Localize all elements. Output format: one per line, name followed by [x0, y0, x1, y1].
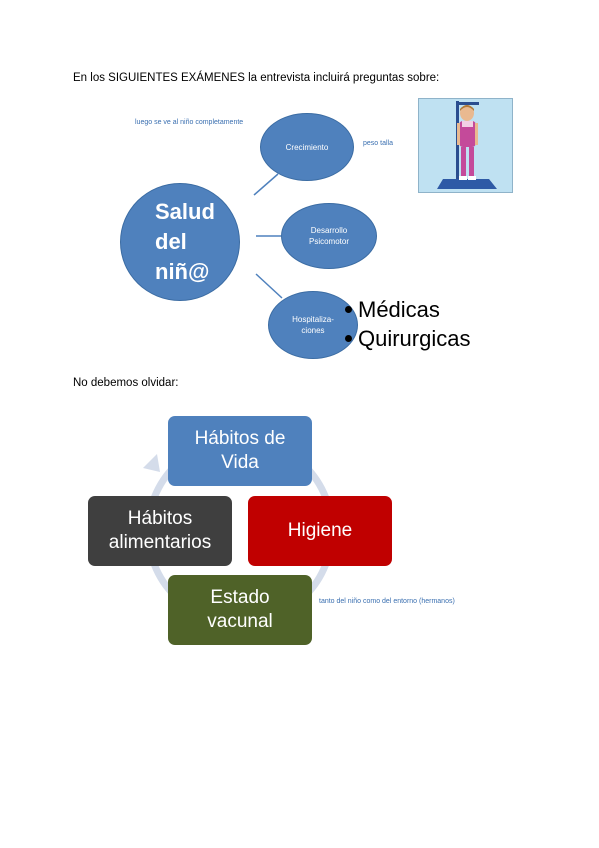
node-desarrollo-label: Desarrollo Psicomotor	[308, 226, 349, 246]
intro-text: En los SIGUIENTES EXÁMENES la entrevista…	[73, 72, 440, 84]
bullet-dot	[345, 335, 352, 342]
bullet-medicas-label: Médicas	[358, 297, 440, 322]
bullet-medicas: Médicas	[345, 295, 470, 324]
second-intro-text: No debemos olvidar:	[73, 377, 179, 389]
hospital-bullet-list: Médicas Quirurgicas	[345, 295, 470, 353]
connector-hospitalizaciones	[255, 273, 283, 299]
note-peso-talla: peso talla	[363, 140, 393, 147]
bullet-quirurgicas-label: Quirurgicas	[358, 326, 471, 351]
box-habitos-vida-label: Hábitos de Vida	[194, 428, 286, 473]
bullet-dot	[345, 306, 352, 313]
bullet-quirurgicas: Quirurgicas	[345, 324, 470, 353]
box-habitos-alimentarios: Hábitos alimentarios	[88, 496, 232, 566]
node-crecimiento: Crecimiento	[260, 113, 354, 181]
note-entorno: tanto del niño como del entorno (hermano…	[319, 598, 455, 605]
child-height-photo	[418, 98, 513, 193]
connector-crecimiento	[253, 173, 279, 196]
box-higiene: Higiene	[248, 496, 392, 566]
node-hospitalizaciones-label: Hospitaliza- ciones	[292, 315, 334, 335]
box-habitos-alimentarios-label: Hábitos alimentarios	[108, 508, 212, 553]
box-estado-vacunal-label: Estado vacunal	[207, 587, 273, 632]
cycle-arrow-head	[143, 454, 160, 472]
child-illustration	[419, 99, 512, 192]
node-hospitalizaciones: Hospitaliza- ciones	[268, 291, 358, 359]
center-circle-salud: Salud del niñ@	[120, 183, 240, 301]
note-luego: luego se ve al niño completamente	[135, 119, 244, 126]
box-habitos-vida: Hábitos de Vida	[168, 416, 312, 486]
box-estado-vacunal: Estado vacunal	[168, 575, 312, 645]
box-higiene-label: Higiene	[287, 520, 353, 541]
node-crecimiento-label: Crecimiento	[285, 142, 329, 152]
node-desarrollo: Desarrollo Psicomotor	[281, 203, 377, 269]
